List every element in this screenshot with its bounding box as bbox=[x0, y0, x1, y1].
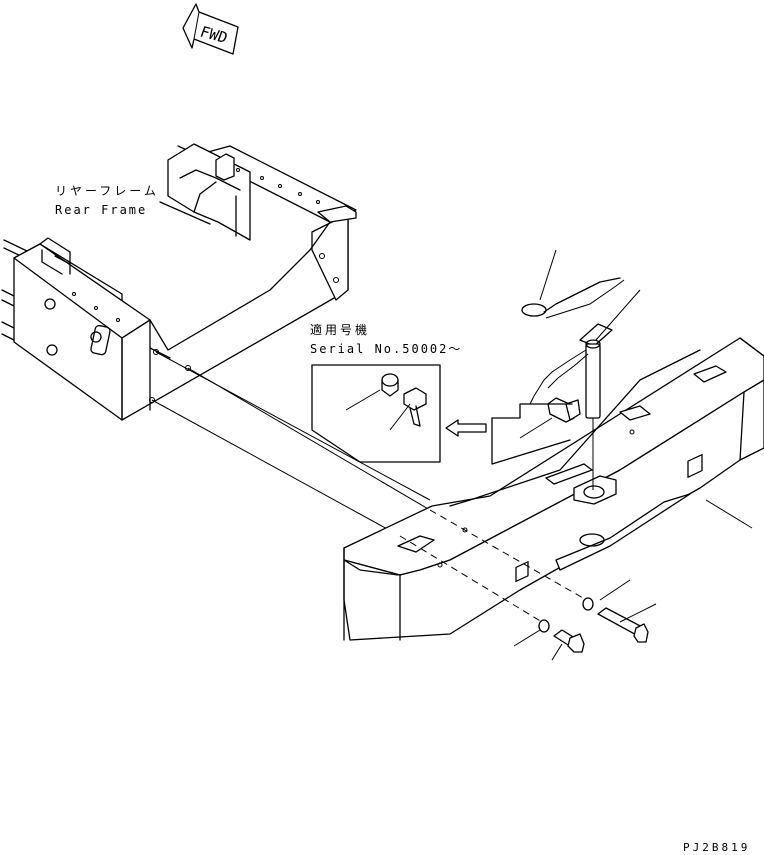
rear-frame bbox=[1, 143, 357, 421]
fwd-label: FWD bbox=[198, 23, 230, 47]
inset-detail-box bbox=[311, 364, 441, 463]
mounting-axis-line-2 bbox=[399, 535, 543, 623]
rear-frame-label-jp: リヤーフレーム bbox=[55, 184, 159, 198]
rear-frame-label-en: Rear Frame bbox=[55, 203, 148, 217]
serial-number-label: Serial No.50002～ bbox=[310, 342, 463, 356]
drawing-code: PJ2B819 bbox=[683, 841, 751, 854]
bolt-set bbox=[513, 579, 657, 661]
applicable-serial-label-jp: 適用号機 bbox=[310, 323, 371, 337]
lock-pin-assembly bbox=[491, 249, 641, 490]
detail-arrow-icon bbox=[445, 419, 487, 437]
leader-lines bbox=[151, 351, 431, 537]
fwd-arrow-icon: FWD bbox=[182, 3, 239, 55]
counterweight bbox=[343, 337, 764, 641]
mounting-axis-line bbox=[429, 509, 591, 603]
counterweight-leader bbox=[705, 499, 753, 529]
